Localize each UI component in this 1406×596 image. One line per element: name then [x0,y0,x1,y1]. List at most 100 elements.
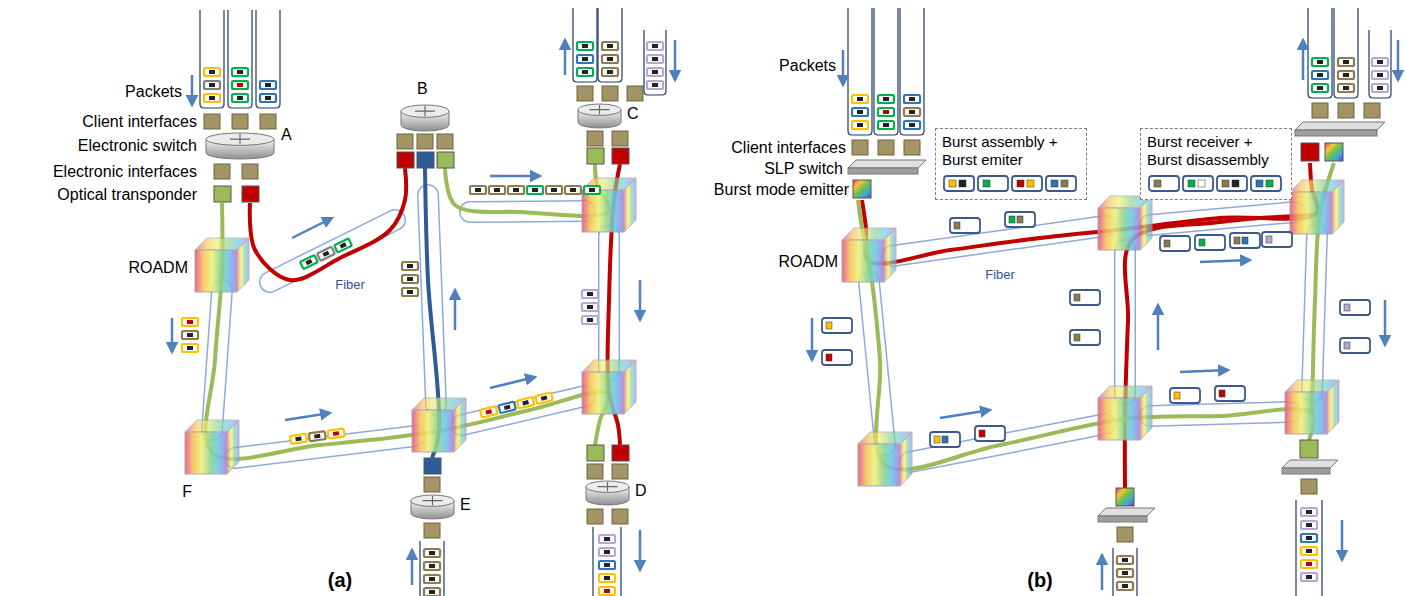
packet-data [607,70,613,74]
roadm-front [858,444,900,486]
router-arrows [415,106,435,116]
burst-frame [1230,233,1260,248]
packet [599,535,615,543]
burst-row [942,173,1078,195]
flow-arrow [171,318,174,352]
packet [1301,534,1317,542]
packet [402,288,418,296]
flow-arrow [490,175,540,178]
packet [1301,573,1317,581]
burst-packet [1164,240,1170,247]
burst-frame [1195,235,1225,250]
packet-data [1343,73,1349,77]
label-anchor: (a) [328,569,352,592]
packet-data [604,537,610,541]
burst [1160,236,1190,251]
optical-transponder [612,445,629,461]
flow-arrow [191,75,194,105]
label-anchor: ROADM [128,259,188,277]
flow-arrow [639,530,642,570]
roadm-side [1327,380,1339,434]
packet-data [522,400,529,405]
burst [1005,212,1035,227]
burst-frame [1012,176,1042,191]
packet-queue [598,8,622,82]
label-anchor: Burst mode emitter [714,181,849,199]
roadm-front [842,240,884,282]
burst-frame [1251,176,1281,191]
roadm-cube [412,398,466,452]
burst-packet [1232,180,1239,187]
roadm-cube [1098,196,1152,250]
packet-data [883,110,889,114]
burst-packet [1154,180,1161,187]
router-top [586,481,629,492]
packet [232,81,248,89]
packet [290,434,307,444]
burst-mode-emitter [1116,488,1134,506]
packet [852,121,868,129]
client-interface [1301,479,1317,494]
packet [424,562,440,570]
part-label: Electronic switch [78,137,197,154]
packet [1312,58,1328,66]
burst-packet [1266,236,1272,243]
router-arrows [598,482,618,491]
roadm-cube [1098,386,1152,440]
slp-switch-front [1098,516,1147,522]
packet [204,94,220,102]
lightpath [205,203,609,459]
packet-queue [1369,30,1391,98]
label-anchor: F [182,483,192,501]
roadm-cube [1285,380,1339,434]
packet [1372,84,1388,92]
client-interface [904,140,920,155]
packet-data [1377,60,1383,64]
burst-frame [1170,388,1200,403]
roadm-side [237,238,249,292]
client-interface [232,114,248,129]
packet [904,108,920,116]
router-node: A [205,132,275,160]
client-interface [577,86,593,101]
part-label: ROADM [128,259,188,276]
packet [647,42,663,50]
optical-transponder [424,458,441,474]
packet [182,318,198,326]
packet [300,255,318,269]
roadm-side [900,432,912,486]
label-anchor: (b) [1027,569,1053,592]
packet [599,548,615,556]
packet-data [407,264,413,268]
burst-packet [979,430,985,437]
burst-packet [1344,304,1350,311]
flow-arrow [1397,40,1400,80]
slp-switch [848,160,926,168]
burst [1195,235,1225,250]
client-interface [587,464,603,479]
packet [599,587,615,595]
burst-frame [1160,236,1190,251]
router-top [206,133,274,145]
packet-data [652,83,658,87]
packet [904,95,920,103]
packet-data [909,110,915,114]
packet [232,68,248,76]
packet-data [1377,86,1383,90]
client-interface [1364,103,1380,118]
roadm-side [884,228,896,282]
packet-data [429,577,435,581]
burst-frame [1217,176,1247,191]
packet [424,588,440,596]
part-label: Packets [125,83,182,100]
packet-queue [593,527,621,596]
router-node: D [585,480,630,506]
burst-packet [1074,334,1080,341]
packet-data [582,44,588,48]
roadm-layer [185,178,1344,486]
packet-data [429,551,435,555]
packet-data [265,96,271,100]
packet-data [587,305,593,309]
burst-packet [1051,180,1058,187]
